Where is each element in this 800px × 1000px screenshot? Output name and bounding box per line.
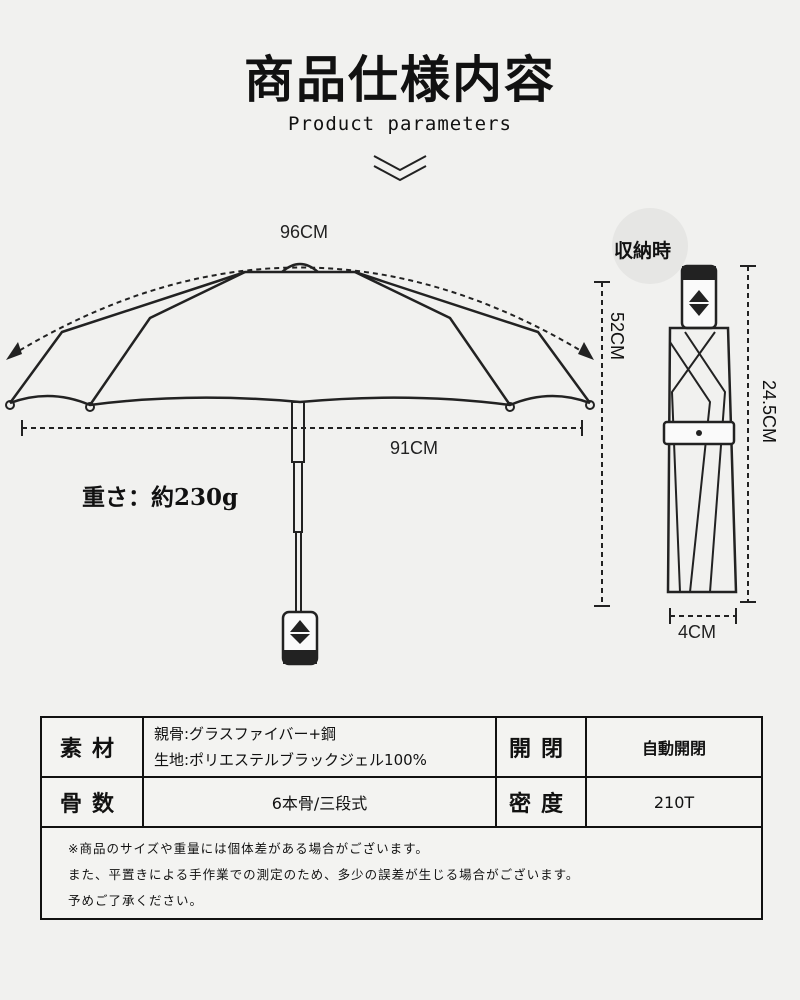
note-line-3: 予めご了承ください。 bbox=[68, 893, 204, 908]
open-umbrella-icon bbox=[5, 262, 595, 666]
folded-width-label: 4CM bbox=[678, 622, 717, 642]
material-value: 親骨:グラスファイバー+鋼 生地:ポリエステルブラックジェル100% bbox=[142, 718, 495, 776]
notes: ※商品のサイズや重量には個体差がある場合がございます。 また、平置きによる手作業… bbox=[42, 828, 787, 914]
arc-width-label: 96CM bbox=[280, 222, 329, 242]
spec-row-1: 素材 親骨:グラスファイバー+鋼 生地:ポリエステルブラックジェル100% 開閉… bbox=[42, 718, 761, 778]
folded-umbrella-icon bbox=[594, 264, 756, 624]
page-subtitle: Product parameters bbox=[288, 113, 512, 135]
material-label: 素材 bbox=[59, 736, 124, 762]
storage-label: 収納時 bbox=[614, 240, 672, 262]
spec-table: 素材 親骨:グラスファイバー+鋼 生地:ポリエステルブラックジェル100% 開閉… bbox=[40, 716, 763, 920]
open-close-value: 自動開閉 bbox=[585, 718, 761, 776]
storage-badge bbox=[612, 208, 688, 284]
chevron-down-icon bbox=[373, 155, 427, 182]
material-line-2: 生地:ポリエステルブラックジェル100% bbox=[154, 751, 427, 769]
note-line-1: ※商品のサイズや重量には個体差がある場合がございます。 bbox=[68, 841, 429, 856]
spec-row-2: 骨数 6本骨/三段式 密度 210T bbox=[42, 778, 761, 828]
density-label: 密度 bbox=[495, 778, 585, 826]
straight-width-label: 91CM bbox=[390, 438, 439, 458]
weight-label: 重さ：約230g bbox=[82, 484, 239, 511]
open-close-label: 開閉 bbox=[495, 718, 585, 776]
material-line-1: 親骨:グラスファイバー+鋼 bbox=[154, 725, 337, 743]
ribs-label: 骨数 bbox=[59, 791, 124, 817]
density-value: 210T bbox=[585, 778, 761, 826]
page-title: 商品仕様内容 bbox=[244, 50, 556, 109]
ribs-value: 6本骨/三段式 bbox=[142, 778, 495, 826]
height-open-label: 52CM bbox=[607, 312, 627, 361]
note-line-2: また、平置きによる手作業での測定のため、多少の誤差が生じる場合がございます。 bbox=[68, 867, 580, 882]
folded-length-label: 24.5CM bbox=[759, 380, 779, 444]
